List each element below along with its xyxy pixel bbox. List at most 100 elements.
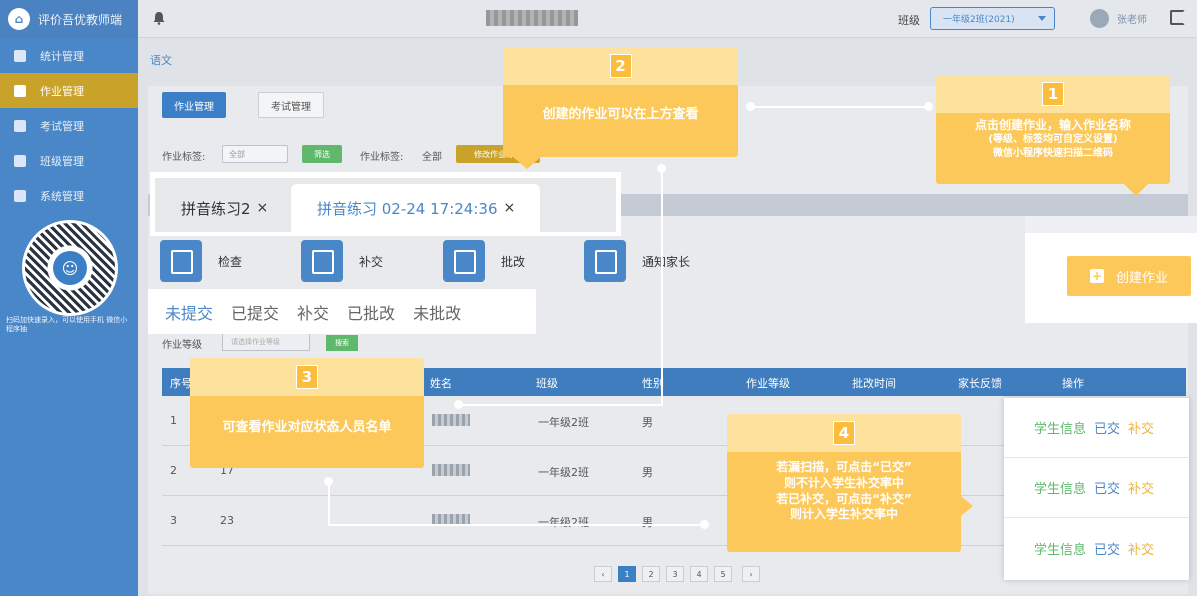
homework-tab-label: 拼音练习 02-24 17:24:36 [317, 199, 498, 218]
tag-select[interactable]: 全部 [222, 145, 288, 163]
row-class: 一年级2班 [538, 416, 589, 429]
callout-line: 若已补交，可点击“补交” [776, 491, 912, 506]
pagination-next[interactable]: › [742, 566, 760, 582]
tab-homework-management[interactable]: 作业管理 [162, 92, 226, 118]
connector-line [458, 404, 663, 406]
class-select[interactable]: 一年级2班(2021) [930, 7, 1055, 30]
student-name-blurred [432, 414, 470, 426]
row-gender: 男 [642, 416, 653, 429]
homework-tab[interactable]: 拼音练习2 × [181, 184, 268, 232]
action-label: 检查 [218, 254, 243, 269]
connector-line [752, 106, 928, 108]
action-label: 补交 [359, 254, 384, 269]
pagination-prev[interactable]: ‹ [594, 566, 612, 582]
tab-exam-management[interactable]: 考试管理 [258, 92, 324, 118]
tag-label-2: 作业标签: [360, 152, 404, 163]
tab-submitted[interactable]: 已提交 [231, 303, 280, 323]
submitted-link[interactable]: 已交 [1094, 542, 1121, 558]
makeup-link[interactable]: 补交 [1128, 422, 1155, 437]
tab-corrected[interactable]: 已批改 [347, 303, 396, 323]
sidebar: ⌂ 评价吾优教师端 统计管理 作业管理 考试管理 班级管理 系统管理 ☺ 扫码加… [0, 0, 138, 596]
check-button[interactable]: 检查 [160, 239, 242, 283]
grade-search-button[interactable]: 搜索 [326, 335, 358, 351]
table-row: 1 一年级2班 男 [162, 396, 1186, 446]
school-name-blurred [486, 10, 578, 26]
col-gender: 性别 [642, 377, 664, 390]
makeup-button[interactable]: 补交 [301, 239, 383, 283]
col-actions: 操作 [1062, 377, 1084, 390]
pagination-page[interactable]: 4 [690, 566, 708, 582]
grade-search-label: 搜索 [335, 339, 349, 347]
callout-line: 微信小程序快速扫描二维码 [993, 147, 1113, 159]
sidebar-item-class[interactable]: 班级管理 [0, 143, 138, 178]
avatar [1090, 9, 1109, 28]
callout-line: (等级、标签均可自定义设置) [988, 134, 1118, 146]
checklist-icon [160, 240, 202, 282]
student-info-link[interactable]: 学生信息 [1034, 542, 1087, 558]
sidebar-item-homework[interactable]: 作业管理 [0, 73, 138, 108]
pagination-page[interactable]: 2 [642, 566, 660, 582]
homework-tab-strip-inner: 拼音练习2 × 拼音练习 02-24 17:24:36 × [155, 178, 616, 232]
callout-tail [513, 157, 541, 169]
connector-dot [700, 520, 709, 529]
tab-not-corrected[interactable]: 未批改 [413, 303, 462, 323]
callout-line: 点击创建作业，输入作业名称 [974, 118, 1131, 132]
app-logo-icon: ⌂ [8, 8, 30, 30]
user-menu[interactable]: 张老师 [1090, 9, 1147, 28]
student-info-link[interactable]: 学生信息 [1034, 482, 1087, 497]
student-info-link[interactable]: 学生信息 [1034, 422, 1087, 437]
bell-icon[interactable] [152, 11, 166, 25]
operations-panel: 学生信息 已交 补交 学生信息 已交 补交 学生信息 已交 补交 [1004, 398, 1189, 580]
pagination-page[interactable]: 1 [618, 566, 636, 582]
sidebar-item-stats[interactable]: 统计管理 [0, 38, 138, 73]
makeup-link[interactable]: 补交 [1128, 542, 1155, 558]
pagination-page[interactable]: 5 [714, 566, 732, 582]
grade-select[interactable]: 请选择作业等级 [222, 333, 310, 351]
topbar: 班级 一年级2班(2021) 张老师 [138, 0, 1197, 38]
logout-icon[interactable] [1170, 10, 1185, 25]
create-homework-panel: + 创建作业 [1025, 216, 1197, 323]
callout-4: 4 若漏扫描，可点击“已交” 则不计入学生补交率中 若已补交，可点击“补交” 则… [727, 414, 961, 552]
operations-row: 学生信息 已交 补交 [1004, 458, 1189, 518]
close-icon[interactable]: × [256, 200, 269, 216]
callout-3: 3 可查看作业对应状态人员名单 [190, 358, 424, 468]
callout-line: 则不计入学生补交率中 [783, 475, 904, 490]
student-name-blurred [432, 514, 470, 526]
people-icon [14, 154, 26, 167]
breadcrumb[interactable]: 语文 [150, 54, 172, 67]
tab-not-submitted[interactable]: 未提交 [165, 303, 214, 323]
homework-tab-label: 拼音练习2 [181, 199, 251, 218]
notify-parents-button[interactable]: 通知家长 [584, 239, 690, 283]
correct-button[interactable]: 批改 [443, 239, 525, 283]
sidebar-item-label: 统计管理 [40, 49, 84, 63]
tag-select-value: 全部 [229, 149, 245, 159]
submitted-link[interactable]: 已交 [1094, 422, 1121, 437]
callout-number: 3 [296, 365, 318, 389]
row-gender: 男 [642, 516, 653, 529]
callout-text: 创建的作业可以在上方查看 [542, 107, 699, 122]
col-class: 班级 [536, 377, 558, 390]
col-no: 序号 [170, 377, 192, 390]
class-label: 班级 [898, 14, 920, 27]
pagination-page[interactable]: 3 [666, 566, 684, 582]
create-homework-button[interactable]: + 创建作业 [1067, 256, 1191, 296]
monitor-upload-icon [301, 240, 343, 282]
gear-icon [14, 189, 26, 202]
list-icon [14, 84, 26, 97]
submitted-link[interactable]: 已交 [1094, 482, 1121, 497]
filter-button[interactable]: 筛选 [302, 145, 342, 163]
sidebar-item-exam[interactable]: 考试管理 [0, 108, 138, 143]
tag-value-2: 全部 [422, 152, 442, 163]
qr-caption: 扫码加快速录入，可以使用手机 微信小程序抽 [6, 316, 128, 334]
col-grade: 作业等级 [746, 377, 790, 390]
connector-dot [657, 164, 666, 173]
tag-label: 作业标签: [162, 152, 206, 163]
callout-text: 可查看作业对应状态人员名单 [222, 420, 392, 435]
close-icon[interactable]: × [503, 200, 516, 216]
sidebar-item-system[interactable]: 系统管理 [0, 178, 138, 213]
makeup-link[interactable]: 补交 [1128, 482, 1155, 497]
tab-makeup[interactable]: 补交 [297, 303, 330, 323]
homework-tab-active[interactable]: 拼音练习 02-24 17:24:36 × [291, 184, 540, 232]
connector-dot [324, 477, 333, 486]
row-class: 一年级2班 [538, 466, 589, 479]
